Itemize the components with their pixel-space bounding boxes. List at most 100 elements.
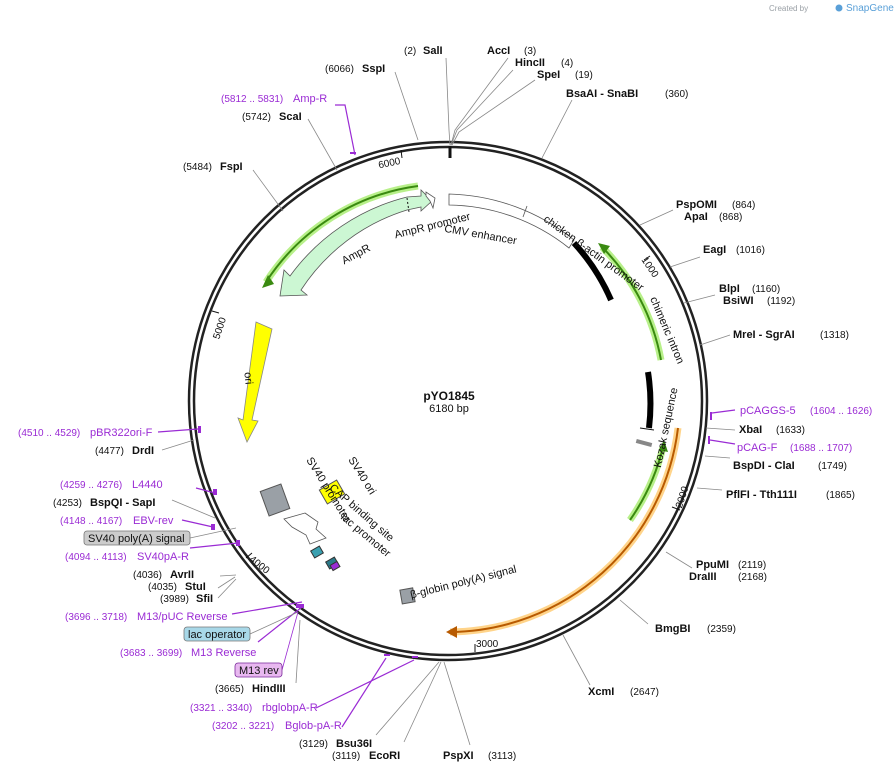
plasmid-name: pYO1845 xyxy=(423,389,475,403)
primer-name-ebvrev: EBV-rev xyxy=(133,515,174,527)
site-name-ecori: EcoRI xyxy=(369,750,400,762)
site-name-scai: ScaI xyxy=(279,111,302,123)
primer-range-m13puc: (3696 .. 3718) xyxy=(65,612,127,623)
kozak-start xyxy=(639,427,655,431)
site-pos-ecori: (3119) xyxy=(332,751,360,762)
site-name-sspi: SspI xyxy=(362,63,385,75)
ampr-promoter-arrow xyxy=(425,191,436,210)
site-pos-pspomi: (864) xyxy=(732,200,755,211)
kozak-box xyxy=(635,438,653,448)
backbone-inner xyxy=(192,145,704,657)
primer-range-rbglob: (3321 .. 3340) xyxy=(190,703,252,714)
primer-name-rbglob: rbglobpA-R xyxy=(262,702,318,714)
lac-operator-mark xyxy=(329,560,341,572)
svg-text:lac operator: lac operator xyxy=(188,629,246,641)
site-name-pflfi: PflFI - Tth111I xyxy=(726,489,797,501)
primer-connectors xyxy=(157,104,736,728)
site-name-xcmi: XcmI xyxy=(588,686,614,698)
feature-label-cmv-enhancer: CMV enhancer xyxy=(443,223,518,248)
sv40-promoter-box xyxy=(259,483,291,517)
site-pos-xcmi: (2647) xyxy=(630,687,659,698)
primer-range-ampr: (5812 .. 5831) xyxy=(221,94,283,105)
site-pos-pflfi: (1865) xyxy=(826,490,855,501)
sv40-promoter-arrow xyxy=(283,512,327,545)
primer-range-ebvrev: (4148 .. 4167) xyxy=(60,516,122,527)
site-pos-pspxi: (3113) xyxy=(488,751,516,762)
enzyme-connectors xyxy=(161,57,736,746)
site-pos-sfii: (3989) xyxy=(160,594,189,605)
chimeric-arc xyxy=(601,246,662,361)
site-name-hincii: HincII xyxy=(515,57,545,69)
ampr-arc xyxy=(265,185,419,283)
feature-label-sv40-ori: SV40 ori xyxy=(345,455,378,497)
site-name-sfii: SfiI xyxy=(196,593,213,605)
branding-created-by: Created by xyxy=(769,4,808,13)
primer-name-ampr: Amp-R xyxy=(293,93,327,105)
primer-range-bglob: (3202 .. 3221) xyxy=(212,721,274,732)
site-name-hindiii: HindIII xyxy=(252,683,286,695)
ampr-arc-head xyxy=(262,275,274,288)
site-name-apai: ApaI xyxy=(684,211,708,223)
site-pos-draiii: (2168) xyxy=(738,572,767,583)
site-name-pspxi: PspXI xyxy=(443,750,474,762)
primer-range-m13rev: (3683 .. 3699) xyxy=(120,648,182,659)
box-lac-operator: lac operator xyxy=(183,611,299,642)
branding-product: SnapGene xyxy=(846,3,894,14)
site-pos-acci: (3) xyxy=(524,46,536,57)
cmv-enhancer-feature xyxy=(448,193,575,249)
orange-arc xyxy=(449,427,679,633)
ori-feature xyxy=(237,321,273,443)
site-name-bmgbi: BmgBI xyxy=(655,623,690,635)
cap-site-box xyxy=(309,545,325,559)
box-m13-rev: M13 rev xyxy=(234,611,299,678)
svg-text:6000: 6000 xyxy=(377,156,401,171)
primer-name-bglob: Bglob-pA-R xyxy=(285,720,342,732)
site-pos-hincii: (4) xyxy=(561,58,573,69)
site-name-drdi: DrdI xyxy=(132,445,154,457)
site-name-draiii: DraIII xyxy=(689,571,717,583)
site-name-bsu36i: Bsu36I xyxy=(336,738,372,750)
primer-name-pbr322: pBR322ori-F xyxy=(90,427,153,439)
sv40-ori-box xyxy=(318,479,346,505)
site-name-fspi: FspI xyxy=(220,161,243,173)
primer-range-sv40par: (4094 .. 4113) xyxy=(65,552,127,563)
feature-label-globin-polya: β-globin poly(A) signal xyxy=(409,563,518,601)
site-name-ppumi: PpuMI xyxy=(696,559,729,571)
svg-text:4000: 4000 xyxy=(247,554,272,577)
site-pos-apai: (868) xyxy=(719,212,742,223)
site-name-mrei: MreI - SgrAI xyxy=(733,329,795,341)
site-pos-sali: (2) xyxy=(404,46,416,57)
site-pos-bsiwi: (1192) xyxy=(767,296,795,307)
site-name-pspomi: PspOMI xyxy=(676,199,717,211)
site-pos-stui: (4035) xyxy=(148,582,177,593)
orange-arc-head xyxy=(446,626,457,638)
site-name-bsiwi: BsiWI xyxy=(723,295,754,307)
backbone-outer xyxy=(187,140,709,662)
tick-3000: 3000 xyxy=(474,639,499,652)
kozak-arc xyxy=(629,446,664,521)
site-name-spei: SpeI xyxy=(537,69,560,81)
site-pos-bsu36i: (3129) xyxy=(299,739,328,750)
primer-range-pbr322: (4510 .. 4529) xyxy=(18,428,80,439)
primer-name-l4440: L4440 xyxy=(132,479,163,491)
site-pos-drdi: (4477) xyxy=(95,446,124,457)
primer-name-sv40par: SV40pA-R xyxy=(137,551,189,563)
site-pos-spei: (19) xyxy=(575,70,593,81)
site-name-sali: SalI xyxy=(423,45,443,57)
site-name-bsaai: BsaAI - SnaBI xyxy=(566,88,638,100)
site-name-stui: StuI xyxy=(185,581,206,593)
site-pos-scai: (5742) xyxy=(242,112,271,123)
primer-range-pcagf: (1688 .. 1707) xyxy=(790,443,852,454)
site-pos-blpi: (1160) xyxy=(752,284,780,295)
site-pos-bmgbi: (2359) xyxy=(707,624,736,635)
plasmid-length: 6180 bp xyxy=(429,403,469,415)
primer-name-m13puc: M13/pUC Reverse xyxy=(137,611,227,623)
site-name-acci: AccI xyxy=(487,45,510,57)
site-pos-avrii: (4036) xyxy=(133,570,162,581)
svg-text:M13 rev: M13 rev xyxy=(239,665,279,677)
primer-range-l4440: (4259 .. 4276) xyxy=(60,480,122,491)
primer-name-pcagf: pCAG-F xyxy=(737,442,778,454)
site-pos-fspi: (5484) xyxy=(183,162,212,173)
cmv-divider xyxy=(522,205,528,218)
